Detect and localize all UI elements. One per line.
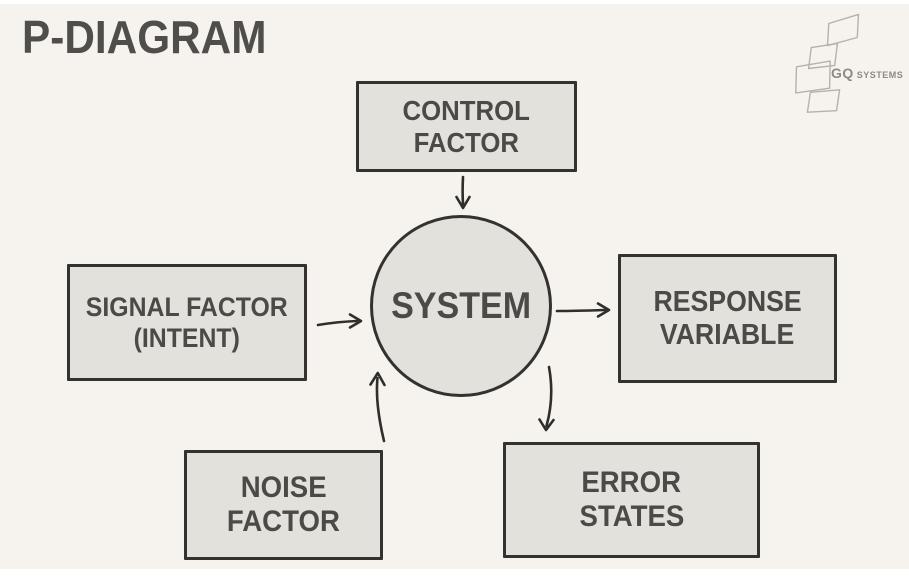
- node-control-line2: FACTOR: [413, 126, 520, 158]
- arrow-signal-to-system: [316, 313, 363, 329]
- node-system-circle: SYSTEM: [370, 215, 552, 397]
- node-control-line1: CONTROL: [402, 94, 531, 126]
- gq-systems-logo-icon: [795, 13, 860, 113]
- page-title: P-DIAGRAM: [22, 11, 267, 63]
- arrow-system-to-response: [555, 302, 611, 318]
- node-error-states: ERROR STATES: [503, 442, 760, 558]
- node-error-line2: STATES: [579, 500, 684, 533]
- node-noise-line2: FACTOR: [227, 505, 340, 538]
- node-signal-factor: SIGNAL FACTOR (INTENT): [67, 264, 307, 381]
- node-response-variable: RESPONSE VARIABLE: [618, 254, 837, 383]
- letterbox-top: [0, 0, 909, 4]
- node-noise-line1: NOISE: [240, 471, 327, 505]
- node-system-label: SYSTEM: [391, 285, 531, 326]
- gq-systems-logo-text: GQ SYSTEMS: [831, 65, 903, 81]
- letterbox-bottom: [0, 569, 909, 576]
- node-error-line1: ERROR: [581, 466, 682, 500]
- logo-secondary-text: SYSTEMS: [856, 70, 904, 80]
- node-noise-factor: NOISE FACTOR: [184, 450, 383, 560]
- node-response-line2: VARIABLE: [660, 318, 795, 351]
- arrow-noise-to-system: [369, 371, 386, 443]
- node-control-factor: CONTROL FACTOR: [356, 81, 577, 172]
- node-signal-line2: (INTENT): [133, 322, 241, 353]
- arrow-control-to-system: [455, 175, 471, 210]
- node-response-line1: RESPONSE: [653, 285, 802, 318]
- node-signal-line1: SIGNAL FACTOR: [86, 292, 288, 322]
- logo-primary-text: GQ: [831, 65, 854, 81]
- arrow-system-to-error: [538, 365, 555, 432]
